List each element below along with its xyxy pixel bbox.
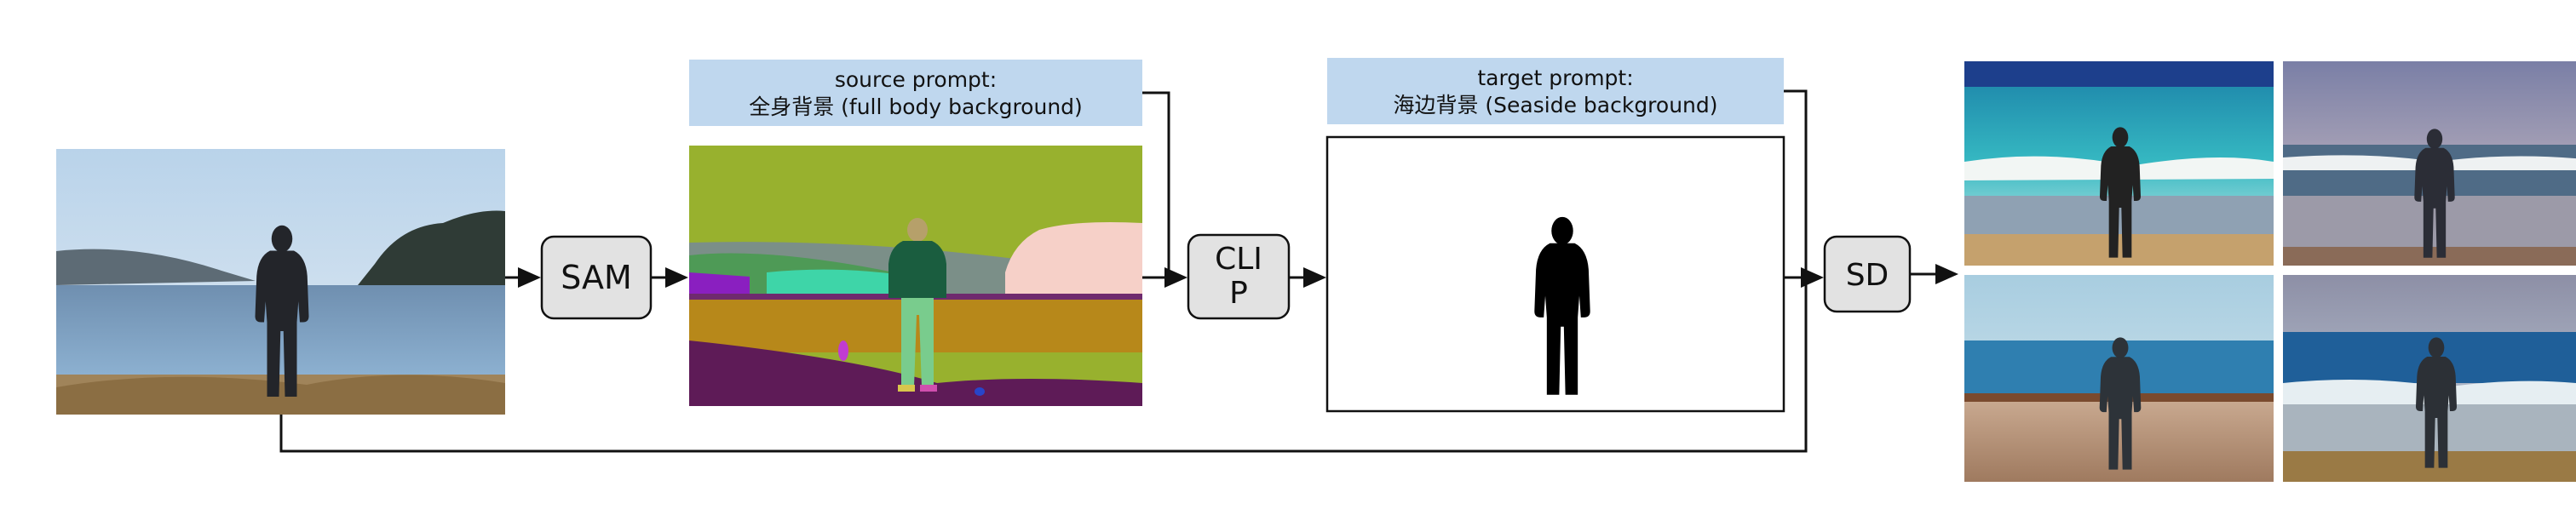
sd-label: SD bbox=[1846, 258, 1889, 293]
connectors bbox=[279, 89, 1958, 453]
source-prompt-title: source prompt: bbox=[835, 67, 997, 92]
target-prompt-text: 海边背景 (Seaside background) bbox=[1393, 93, 1717, 117]
clip-label-line1: CLI bbox=[1215, 242, 1262, 277]
segmentation-map bbox=[689, 146, 1142, 406]
silhouette-mask bbox=[1325, 135, 1785, 413]
sam-label: SAM bbox=[561, 259, 632, 296]
output-image-2 bbox=[2283, 61, 2576, 266]
source-prompt-box bbox=[689, 60, 1142, 126]
output-image-4 bbox=[2283, 275, 2576, 482]
target-prompt-title: target prompt: bbox=[1477, 66, 1633, 90]
target-prompt-box bbox=[1327, 58, 1784, 124]
clip-label-line2: P bbox=[1229, 276, 1248, 311]
output-image-3 bbox=[1964, 275, 2274, 482]
source-prompt-text: 全身背景 (full body background) bbox=[749, 94, 1083, 119]
input-photo bbox=[56, 149, 505, 415]
output-image-1 bbox=[1964, 61, 2274, 266]
